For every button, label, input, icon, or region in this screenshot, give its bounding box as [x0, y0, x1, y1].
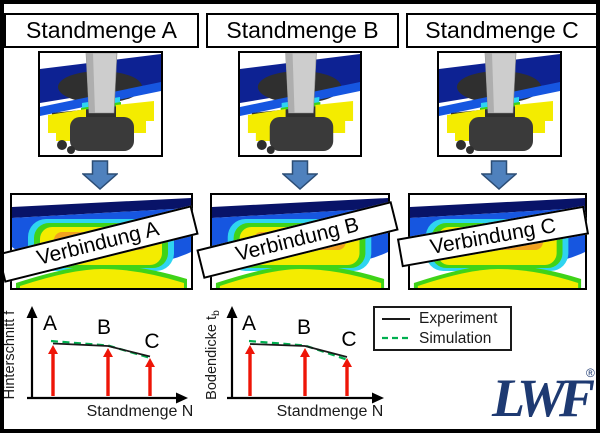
stage-label-b: Standmenge B	[226, 17, 379, 43]
down-arrow-shape	[481, 160, 517, 190]
stage-box-c: Standmenge C	[406, 13, 598, 48]
y-axis-arrowhead	[226, 306, 238, 318]
experiment-line	[249, 343, 348, 358]
simulation-line-swatch	[382, 337, 410, 340]
marker-arrowhead-a	[48, 345, 58, 354]
y-axis-arrowhead	[26, 306, 38, 318]
stage-box-b: Standmenge B	[206, 13, 399, 48]
marker-arrowhead-c	[145, 358, 155, 367]
tool-sim-image-a	[38, 51, 163, 157]
marker-label-a: A	[242, 312, 256, 335]
simulation-line	[248, 339, 349, 362]
marker-arrowhead-b	[300, 348, 310, 357]
ylabel-subscript: b	[210, 310, 222, 316]
undercut-chart-xlabel: Standmenge N	[87, 403, 194, 420]
down-arrow-shape	[282, 160, 318, 190]
marker-label-c: C	[144, 330, 159, 353]
lwf-logo: LWF ®	[491, 366, 598, 428]
legend: Experiment Simulation	[373, 306, 512, 351]
legend-label-simulation: Simulation	[419, 329, 492, 347]
stage-box-a: Standmenge A	[4, 13, 199, 48]
tool-sim-svg-a	[40, 53, 161, 155]
down-arrow-icon	[481, 160, 517, 190]
undercut-chart: Hinterschnitt f A B C Standmenge N	[2, 306, 194, 420]
down-arrow-shape	[82, 160, 118, 190]
stage-label-c: Standmenge C	[425, 17, 579, 43]
ylabel-base: Bodendicke t	[204, 316, 220, 400]
x-axis-arrowhead	[372, 392, 384, 404]
registered-mark: ®	[586, 366, 595, 380]
marker-label-b: B	[97, 316, 111, 339]
bottom-thickness-chart-xlabel: Standmenge N	[277, 403, 384, 420]
down-arrow-icon	[282, 160, 318, 190]
bottom-thickness-chart-ylabel: Bodendicke tb	[204, 310, 222, 400]
down-arrow-icon	[82, 160, 118, 190]
marker-arrowhead-c	[342, 358, 352, 367]
experiment-line	[52, 342, 151, 358]
legend-item-experiment: Experiment	[381, 310, 504, 328]
legend-label-experiment: Experiment	[419, 310, 498, 327]
bottom-thickness-chart: Bodendicke tb A B C Standmenge N	[204, 306, 384, 420]
marker-label-b: B	[297, 316, 311, 339]
undercut-chart-ylabel: Hinterschnitt f	[2, 310, 18, 400]
marker-label-a: A	[43, 312, 57, 335]
legend-item-simulation: Simulation	[381, 330, 504, 348]
marker-label-c: C	[341, 328, 356, 351]
tool-sim-image-c	[437, 51, 562, 157]
tool-sim-svg-b	[240, 53, 360, 155]
marker-arrowhead-b	[103, 348, 113, 357]
stage-label-a: Standmenge A	[26, 17, 177, 43]
tool-sim-image-b	[238, 51, 362, 157]
experiment-line-swatch	[382, 317, 410, 320]
tool-sim-svg-c	[439, 53, 560, 155]
marker-arrowhead-a	[245, 345, 255, 354]
x-axis-arrowhead	[176, 392, 188, 404]
lwf-logo-text: LWF	[491, 368, 595, 428]
